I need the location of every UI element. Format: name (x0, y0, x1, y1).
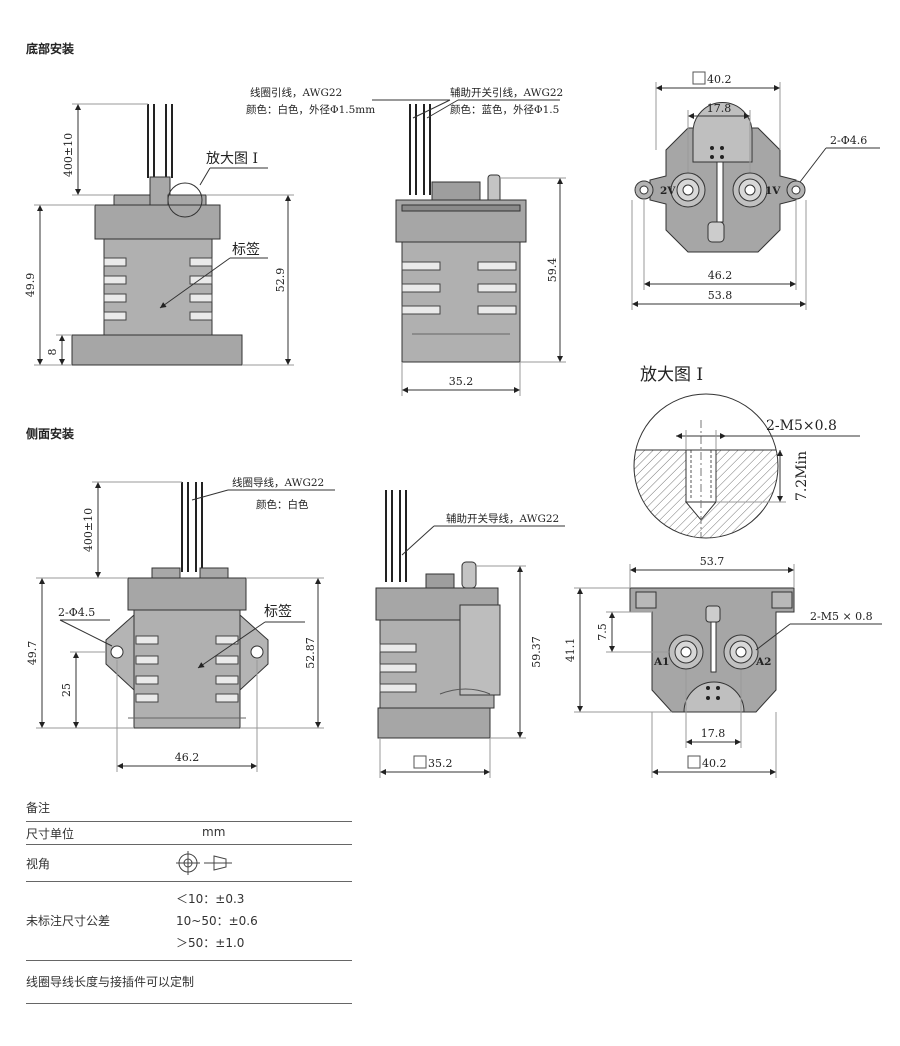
dim-top-hole-spacing: 46.2 (708, 269, 733, 282)
bottom-top-view (631, 71, 880, 310)
side-dim-offset: 25 (60, 683, 73, 697)
tolerance-label: 未标注尺寸公差 (26, 914, 111, 928)
side-note-coil-1: 线圈导线，AWG22 (232, 476, 324, 489)
section-title-side-mount: 侧面安装 (26, 427, 75, 441)
side-dim-height-right: 52.87 (304, 637, 317, 669)
side-side-view (375, 490, 565, 778)
dim-base: 8 (46, 349, 59, 356)
note-aux-lead-2: 颜色：蓝色，外径Φ1.5 (450, 103, 559, 116)
side-dim-width: 46.2 (175, 751, 200, 764)
side-dim-lead-length: 400±10 (82, 508, 95, 552)
side-label-tag: 标签 (264, 603, 292, 620)
unit-label: 尺寸单位 (26, 827, 75, 841)
custom-note: 线圈导线长度与接插件可以定制 (26, 975, 195, 989)
side-top-dim-overall: 53.7 (700, 555, 725, 568)
side-top-dim-inner: 17.8 (701, 727, 726, 740)
zoom-depth: 7.2Min (794, 451, 810, 501)
dim-top-inner: 17.8 (707, 102, 732, 115)
tolerance-gt50: ＞50：±1.0 (176, 936, 245, 950)
dim-height-total: 49.9 (24, 273, 37, 298)
side-top-dim-height: 41.1 (564, 638, 577, 663)
zoom-detail (633, 393, 860, 539)
dim-side-height: 59.4 (546, 258, 559, 283)
dim-top-overall: 53.8 (708, 289, 733, 302)
notes-view-row: 视角 (26, 845, 352, 882)
side-top-dim-square: 40.2 (702, 757, 727, 770)
dim-height-body: 52.9 (274, 268, 287, 293)
dim-lead-length: 400±10 (62, 133, 75, 177)
note-aux-lead-1: 辅助开关引线，AWG22 (450, 86, 563, 99)
tolerance-10-50: 10~50：±0.6 (176, 914, 258, 928)
zoom-label: 放大图 I (206, 151, 258, 167)
side-top-thread: 2-M5 × 0.8 (810, 610, 873, 623)
third-angle-projection-icon (176, 851, 246, 878)
bottom-side-view (372, 99, 566, 396)
terminal-2v: 2V (660, 185, 676, 197)
dim-top-holes: 2-Φ4.6 (830, 134, 867, 147)
tolerance-lt10: ＜10：±0.3 (176, 892, 245, 906)
side-dim-height-left: 49.7 (26, 641, 39, 666)
side-side-dim-square: 35.2 (428, 757, 453, 770)
side-side-dim-height: 59.37 (530, 636, 543, 668)
note-coil-lead-2: 颜色：白色，外径Φ1.5mm (246, 103, 375, 116)
side-note-aux: 辅助开关导线，AWG22 (446, 512, 559, 525)
dim-top-square: 40.2 (707, 73, 732, 86)
technical-drawing: 400±10 放大图 I 标签 49.9 8 52.9 线圈引线，AWG22 颜… (24, 71, 882, 778)
side-dim-holes: 2-Φ4.5 (58, 606, 95, 619)
terminal-a2: A2 (755, 656, 771, 668)
label-tag-callout: 标签 (232, 241, 260, 258)
terminal-1v: 1V (765, 185, 781, 197)
bottom-front-view (34, 103, 294, 366)
zoom-detail-title: 放大图 I (640, 365, 703, 385)
terminal-a1: A1 (653, 656, 669, 668)
dim-side-width: 35.2 (449, 375, 474, 388)
zoom-thread: 2-M5×0.8 (766, 418, 837, 434)
notes-title-row: 备注 (26, 795, 352, 822)
note-coil-lead-1: 线圈引线，AWG22 (250, 86, 342, 99)
notes-title: 备注 (26, 801, 51, 815)
section-title-bottom-mount: 底部安装 (26, 42, 75, 56)
side-top-dim-offset: 7.5 (596, 623, 609, 641)
side-note-coil-2: 颜色：白色 (256, 498, 309, 511)
notes-unit-row: 尺寸单位 mm (26, 822, 352, 845)
side-front-view (36, 481, 335, 772)
unit-value: mm (202, 825, 226, 839)
notes-tolerance-row: 未标注尺寸公差 ＜10：±0.3 10~50：±0.6 ＞50：±1.0 (26, 882, 352, 961)
view-label: 视角 (26, 857, 51, 871)
notes-custom-row: 线圈导线长度与接插件可以定制 (26, 961, 352, 1004)
side-top-view (574, 564, 882, 778)
notes-table: 备注 尺寸单位 mm 视角 未标注尺寸公差 ＜10：±0.3 10~50：±0.… (26, 795, 352, 1004)
